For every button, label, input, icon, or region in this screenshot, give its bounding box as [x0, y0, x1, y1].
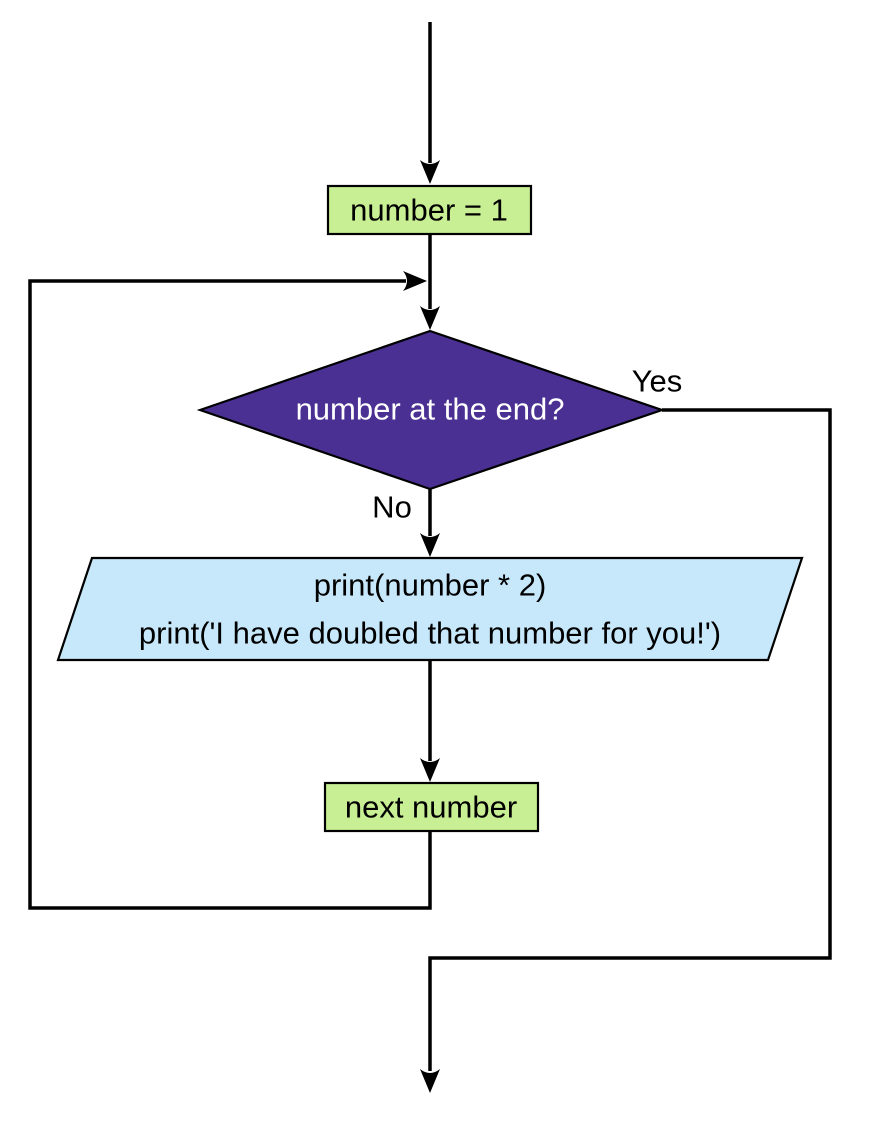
decision-node-label: number at the end?	[295, 391, 565, 427]
arrowhead-loop-merge	[403, 271, 427, 291]
arrowhead-entry-to-start	[420, 160, 440, 184]
start-node-label: number = 1	[350, 192, 508, 228]
io-node-line2: print('I have doubled that number for yo…	[138, 615, 722, 651]
io-node-line1: print(number * 2)	[313, 567, 547, 603]
edge-decision-yes-exit	[428, 408, 832, 1071]
edge-label-no: No	[372, 489, 412, 525]
io-node-shape	[56, 556, 804, 662]
next-node-shape	[323, 781, 540, 833]
edge-loop-back	[28, 279, 432, 910]
arrowhead-decision-no	[420, 533, 440, 557]
arrowhead-io-to-next	[420, 758, 440, 782]
start-node-shape	[326, 184, 533, 236]
next-node-label: next number	[344, 789, 518, 825]
arrowhead-start-to-decision	[420, 306, 440, 330]
edge-label-yes: Yes	[631, 363, 683, 399]
decision-node-shape	[196, 329, 666, 491]
arrowhead-exit	[420, 1069, 440, 1093]
